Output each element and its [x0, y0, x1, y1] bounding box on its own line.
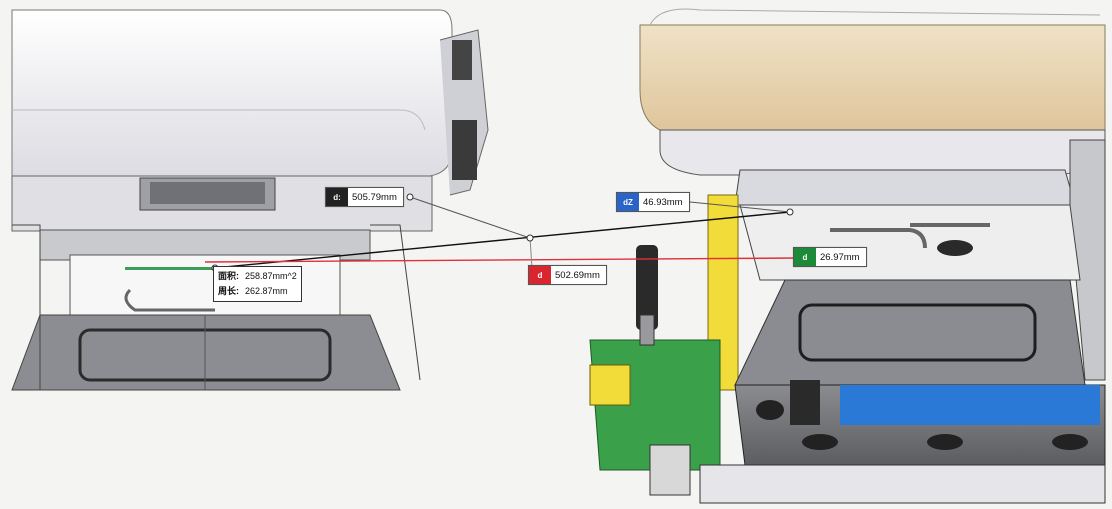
- perimeter-row: 周长: 262.87mm: [218, 284, 297, 299]
- perimeter-label: 周长:: [218, 286, 239, 296]
- distance-icon: d:: [326, 188, 348, 206]
- leader-red: [529, 237, 533, 269]
- measure-value: 502.69mm: [555, 269, 600, 281]
- area-label: 面积:: [218, 271, 239, 281]
- measure-value: 26.97mm: [820, 251, 860, 263]
- measurement-lines: [204, 193, 801, 272]
- measure-tag-left[interactable]: d: 505.79mm: [325, 187, 404, 207]
- measure-tag-green[interactable]: d 26.97mm: [793, 247, 867, 267]
- distance-z-icon: dZ: [617, 193, 639, 211]
- dimension-line-red: [204, 257, 801, 263]
- perimeter-value: 262.87mm: [245, 286, 288, 296]
- measure-value: 505.79mm: [352, 191, 397, 203]
- measure-tag-red[interactable]: d 502.69mm: [528, 265, 607, 285]
- measure-tag-blue[interactable]: dZ 46.93mm: [616, 192, 690, 212]
- right-seat-model: [589, 8, 1106, 504]
- measure-value: 46.93mm: [643, 196, 683, 208]
- leader-left: [409, 196, 531, 239]
- area-perimeter-box[interactable]: 面积: 258.87mm^2 周长: 262.87mm: [213, 266, 302, 302]
- dimension-line-black: [214, 211, 791, 269]
- left-seat-model: [11, 9, 489, 391]
- distance-icon: d: [794, 248, 816, 266]
- distance-icon: d: [529, 266, 551, 284]
- area-value: 258.87mm^2: [245, 271, 297, 281]
- area-row: 面积: 258.87mm^2: [218, 269, 297, 284]
- leader-blue: [689, 201, 791, 213]
